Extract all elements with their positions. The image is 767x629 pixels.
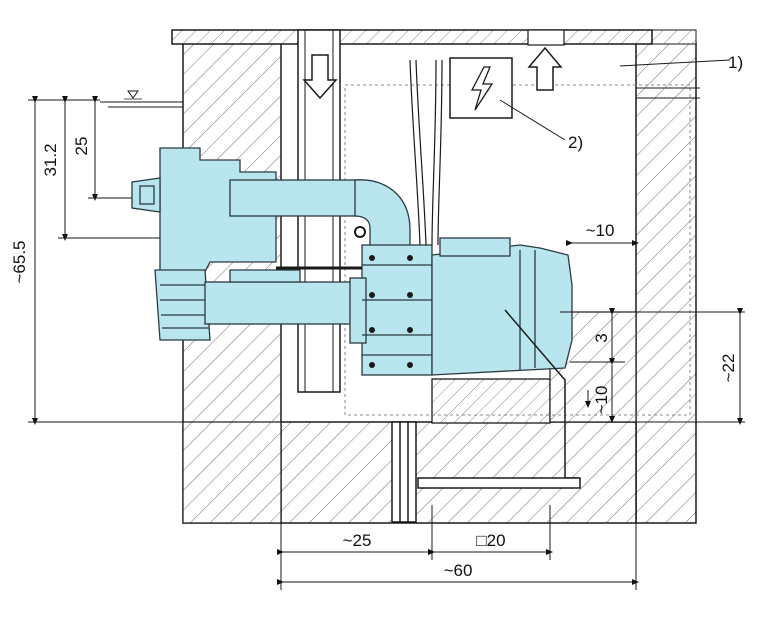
callout-1: 1) (728, 53, 743, 72)
dim-20: □20 (476, 531, 505, 550)
dim-10-bottom: ~10 (592, 386, 611, 415)
dim-3: 3 (592, 333, 611, 342)
cables (409, 59, 443, 246)
pipe-elbow (354, 179, 411, 251)
upper-pipe (229, 179, 361, 217)
cover-slab (171, 29, 653, 45)
arrow-down-icon (302, 54, 338, 100)
water-level (100, 90, 183, 108)
pump-motor (431, 244, 573, 376)
dim-25-vertical: 25 (72, 137, 91, 156)
pump-flange (361, 244, 433, 376)
dim-65-5: ~65.5 (10, 240, 29, 283)
arrow-up-icon (527, 46, 563, 91)
suction-basket (154, 269, 211, 341)
chamber-outline (344, 84, 691, 416)
water-level-triangle-icon (127, 90, 139, 99)
flange-bolts (354, 226, 413, 368)
dim-10-top: ~10 (586, 221, 615, 240)
pump-plinth (431, 378, 551, 424)
lightning-bolt-icon (470, 66, 494, 111)
pump-assembly (131, 147, 573, 376)
dim-22: ~22 (719, 354, 738, 383)
dim-60: ~60 (444, 561, 473, 580)
callout-2: 2) (568, 133, 583, 152)
dimension-lines (28, 59, 745, 590)
right-wall (635, 29, 697, 524)
dim-25-horizontal: ~25 (343, 531, 372, 550)
suction-pipe (204, 281, 366, 325)
electrical-box (449, 57, 513, 119)
dim-31-2: 31.2 (41, 143, 60, 176)
support-bracket (391, 309, 581, 523)
